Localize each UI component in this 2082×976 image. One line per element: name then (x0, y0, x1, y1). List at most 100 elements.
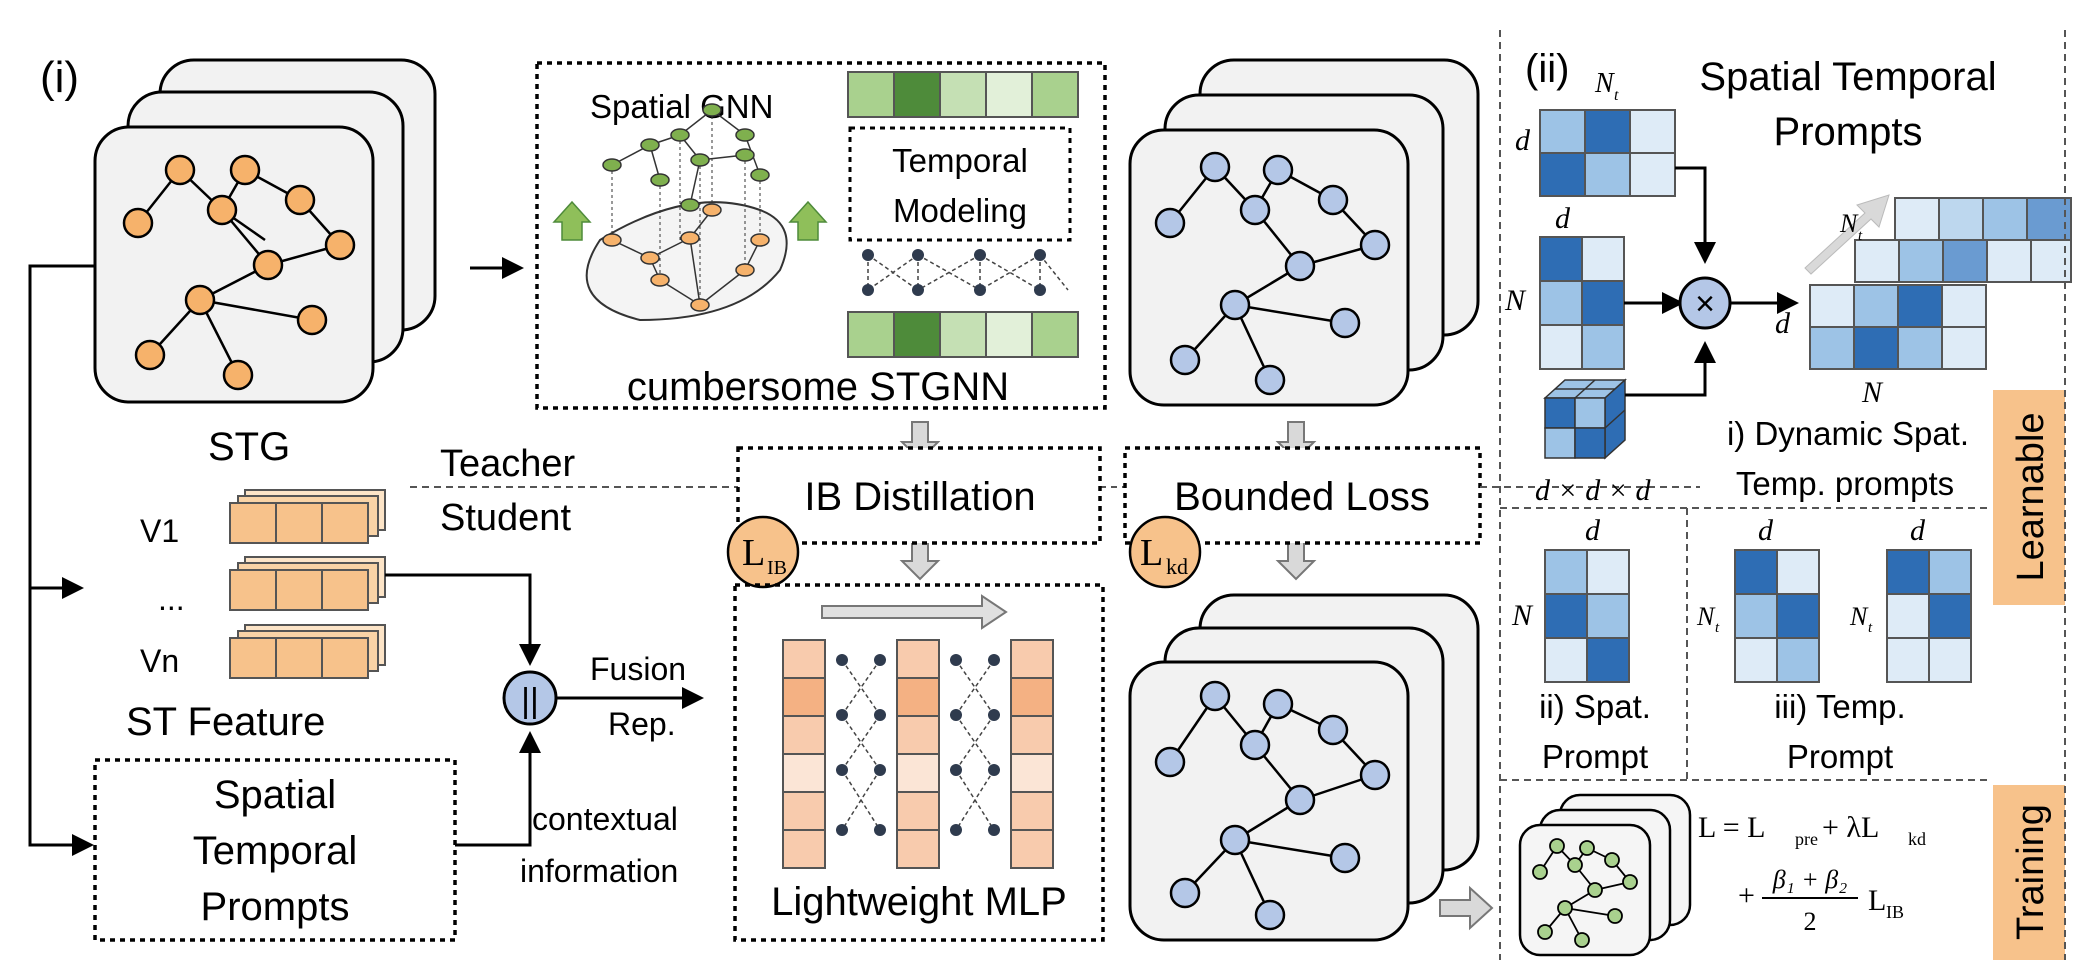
temporal-network (862, 249, 1069, 296)
teacher-label: Teacher (440, 443, 576, 485)
up-arrow-icon (788, 200, 828, 241)
l-ib-subscript: IB (767, 557, 787, 579)
lightweight-mlp-label: Lightweight MLP (771, 880, 1067, 924)
top-d-label: d (1515, 124, 1531, 157)
dynamic-line2: Temp. prompts (1736, 465, 1954, 502)
temp-prompt-matrix-1 (1734, 549, 1820, 683)
st-feature-stack (229, 489, 386, 679)
stp-line3: Prompts (201, 885, 350, 929)
mid-n-label: N (1504, 284, 1527, 317)
multiply-symbol: × (1695, 285, 1715, 323)
ellipsis-label: ... (158, 581, 185, 617)
up-arrow-icon (552, 200, 592, 241)
top-matrix-arrow (1675, 166, 1716, 264)
l-ib-letter: L (742, 532, 765, 574)
loss-line2-plus: + (1738, 879, 1755, 912)
spat-prompt-matrix (1544, 549, 1630, 683)
teacher-graph-stack (1128, 58, 1480, 407)
ib-distillation-box (736, 446, 1102, 545)
feature-to-concat-arrow (385, 573, 541, 666)
left-connectors (28, 264, 95, 856)
loss-pre-sub: pre (1795, 829, 1818, 849)
panel-ii-title-line2: Prompts (1774, 110, 1923, 154)
stp-box (93, 758, 457, 942)
panel-ii-label: (ii) (1525, 47, 1569, 91)
vn-label: Vn (140, 643, 179, 679)
out-nt-label: N (1839, 209, 1859, 238)
top-nt-sub: t (1614, 87, 1619, 104)
panel-i-label: (i) (40, 53, 79, 102)
stg-graph-stack (93, 58, 437, 404)
contextual-line2: information (520, 853, 678, 889)
spat-prompt-line2: Prompt (1542, 738, 1648, 775)
training-graph-stack (1518, 793, 1692, 957)
spatial-prompt-matrix (1539, 236, 1625, 370)
spatial-gnn-illustration (552, 103, 828, 322)
temp-prompt-matrix-2 (1886, 549, 1972, 683)
loss-plus-kd: + λL (1822, 811, 1879, 844)
stg-label: STG (208, 425, 290, 469)
top-nt-label: N (1594, 68, 1615, 99)
ib-distillation-label: IB Distillation (804, 475, 1035, 519)
contextual-line1: contextual (532, 801, 678, 837)
temp1-nt-sub: t (1715, 620, 1720, 636)
learnable-badge (1993, 390, 2065, 605)
out-d-label: d (1775, 307, 1791, 340)
l-kd-subscript: kd (1166, 554, 1188, 579)
temp-prompt-line2: Prompt (1787, 738, 1893, 775)
temporal-sequence-top (847, 71, 1079, 118)
temp2-d-label: d (1910, 514, 1926, 547)
cumbersome-stgnn-box (535, 61, 1107, 410)
temp-prompt-line1: iii) Temp. (1774, 688, 1905, 725)
student-graph-stack (1128, 593, 1480, 942)
output-tensor (1809, 197, 2072, 370)
cube-to-multiply-arrow (1625, 341, 1716, 397)
stg-graph-nodes (122, 154, 356, 391)
l-kd-badge (1128, 515, 1202, 589)
spat-n-label: N (1511, 599, 1534, 632)
fusion-line1: Fusion (590, 651, 686, 687)
temp2-nt-sub: t (1868, 620, 1873, 636)
student-label: Student (440, 497, 571, 539)
student-to-training-arrow (1439, 885, 1494, 931)
stp-to-concat-arrow (455, 731, 541, 847)
spatial-gnn-label: Spatial GNN (590, 88, 773, 125)
training-label: Training (2010, 804, 2052, 940)
st-feature-label: ST Feature (126, 700, 325, 744)
mlp-flow-arrow (821, 594, 1008, 630)
depth-arrow (1804, 194, 1890, 275)
mid-d-label: d (1555, 202, 1571, 235)
beta-denominator: 2 (1804, 907, 1817, 936)
temporal-prompt-matrix (1539, 109, 1676, 197)
temp2-nt-label: N (1849, 602, 1869, 631)
stp-line1: Spatial (214, 773, 336, 817)
loss-kd-sub: kd (1908, 829, 1926, 849)
cumbersome-stgnn-label: cumbersome STGNN (627, 365, 1009, 409)
temp1-nt-label: N (1696, 602, 1716, 631)
mlp-connections (841, 659, 995, 831)
loss-ib-letter: L (1868, 884, 1886, 917)
concat-symbol: || (521, 682, 539, 720)
temporal-modeling-line1: Temporal (892, 142, 1028, 179)
loss-ib-sub: IB (1886, 902, 1904, 922)
l-ib-badge (726, 515, 800, 589)
bounded-loss-label: Bounded Loss (1174, 475, 1430, 519)
temporal-sequence-bottom (847, 311, 1079, 358)
mlp-neurons (836, 654, 1000, 836)
ddd-label: d × d × d (1535, 474, 1651, 507)
stp-line2: Temporal (193, 829, 358, 873)
mlp-layers (782, 639, 1054, 869)
out-n-label: N (1861, 376, 1884, 409)
loss-formula: L = L pre + λL kd + β₁ + β₂ 2 L IB (1698, 811, 1926, 936)
panel-ii-title-line1: Spatial Temporal (1699, 55, 1996, 99)
temp1-d-label: d (1758, 514, 1774, 547)
spat-prompt-line1: ii) Spat. (1539, 688, 1651, 725)
temporal-modeling-box (848, 126, 1072, 242)
temporal-modeling-line2: Modeling (893, 192, 1027, 229)
training-badge (1993, 785, 2065, 960)
spat-d-label: d (1585, 514, 1601, 547)
l-kd-letter: L (1140, 532, 1163, 574)
loss-line1-main: L = L (1698, 811, 1765, 844)
dynamic-line1: i) Dynamic Spat. (1727, 415, 1969, 452)
